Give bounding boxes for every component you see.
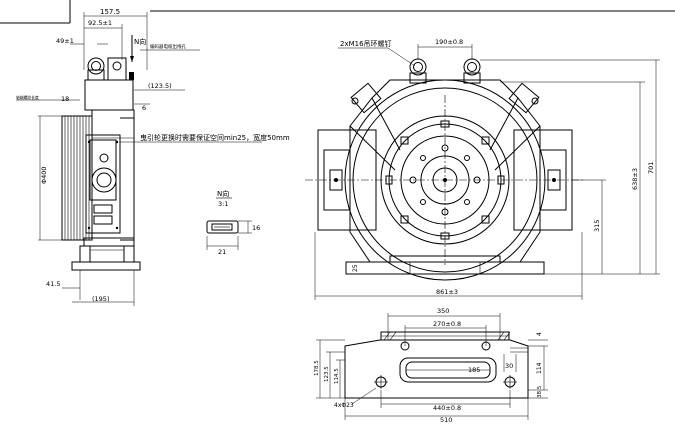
sheave-grooves <box>64 116 90 240</box>
hole-label: 4xΦ23 <box>334 402 354 409</box>
dim-638: 638±3 <box>631 168 639 190</box>
dim-701: 701 <box>647 162 655 174</box>
dim-190: 190±0.8 <box>435 38 463 46</box>
dim-41-5: 41.5 <box>46 280 60 288</box>
dim-400: Φ400 <box>40 166 48 184</box>
note-top: 编码器电缆出线孔 <box>150 43 186 50</box>
dim-510: 510 <box>440 416 452 424</box>
dim-6: 6 <box>142 104 146 112</box>
side-view: 157.5 92.5±1 49±1 N向 编码器电缆出线孔 (123.5) 轴端… <box>16 8 290 306</box>
n-detail-scale: 3:1 <box>218 200 228 208</box>
dim-123-5-bottom: 123.5 <box>324 366 330 382</box>
dim-49: 49±1 <box>56 37 74 45</box>
n-detail-title: N向 <box>217 189 229 198</box>
dim-114-5: 114.5 <box>334 368 340 384</box>
dim-92-5: 92.5±1 <box>88 19 112 27</box>
dim-157-5: 157.5 <box>100 8 120 16</box>
front-view: 190±0.8 2xM16吊环螺钉 <box>305 38 660 300</box>
note-18: 轴端螺纹长度 <box>16 95 39 100</box>
dim-270: 270±0.8 <box>433 320 461 328</box>
dim-18: 18 <box>61 95 69 103</box>
dim-350: 350 <box>437 307 449 315</box>
n-dim-21: 21 <box>218 248 226 256</box>
thread-label: 2xM16吊环螺钉 <box>340 39 392 48</box>
dim-114: 114 <box>536 362 543 374</box>
dim-38-5: 38.5 <box>537 385 543 398</box>
dim-30: 30 <box>505 362 513 370</box>
n-detail-view: N向 3:1 16 21 <box>206 189 260 256</box>
dim-195: (195) <box>92 295 109 303</box>
dim-315: 315 <box>593 220 601 232</box>
dim-861: 861±3 <box>436 288 458 296</box>
dim-123-5-side: (123.5) <box>148 82 172 90</box>
dim-178-5: 178.5 <box>314 360 320 376</box>
n-view-label: N向 <box>134 37 146 46</box>
dim-440: 440±0.8 <box>433 404 461 412</box>
border-lines <box>0 0 675 24</box>
bottom-view: 350 270±0.8 185 <box>314 307 548 424</box>
note-long: 曳引轮更换时需要保证空间min25，宽度50mm <box>140 133 290 142</box>
top-band-hatch <box>383 331 511 341</box>
n-dim-16: 16 <box>252 224 260 232</box>
dim-25: 25 <box>352 264 359 272</box>
dim-4: 4 <box>536 332 543 336</box>
